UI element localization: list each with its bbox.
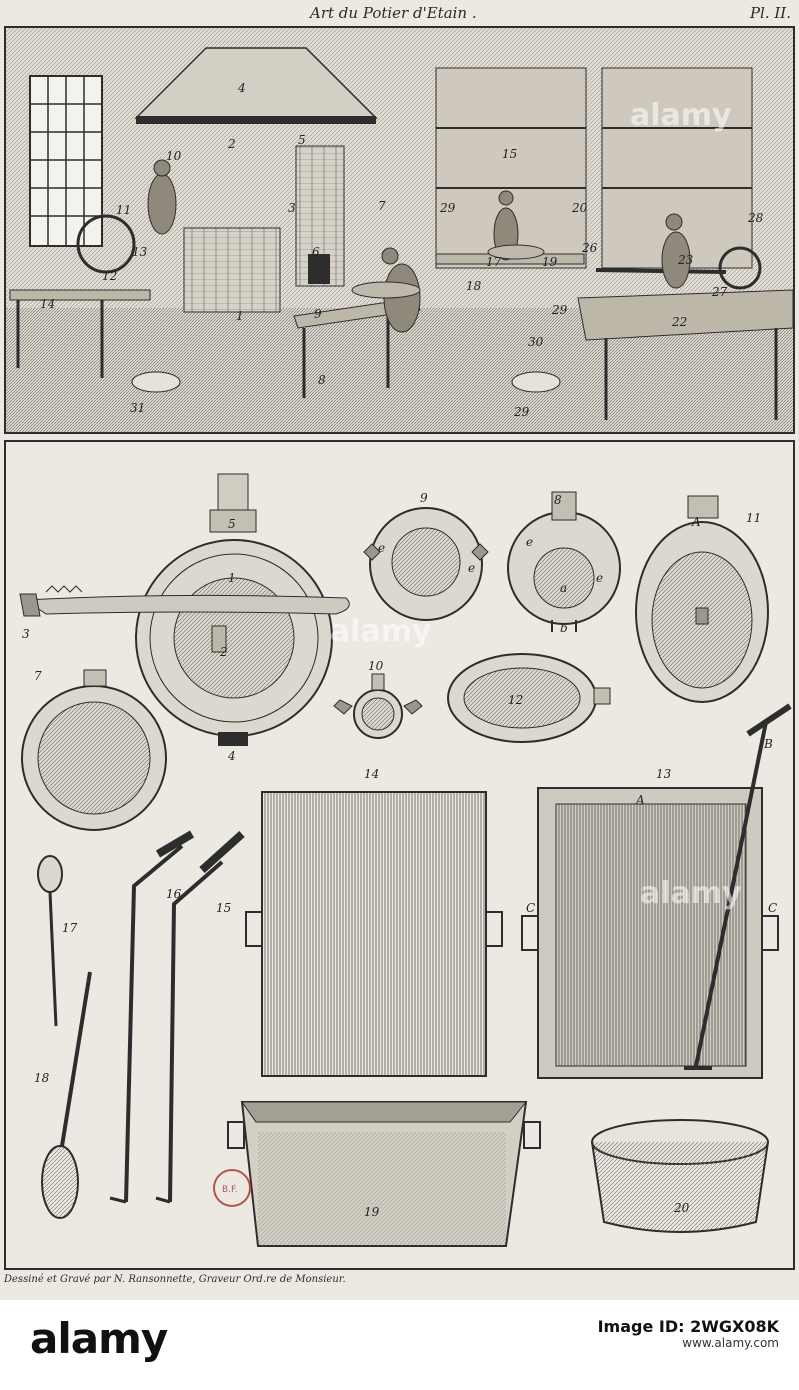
fig-9-mould xyxy=(363,507,489,621)
workshop-label: 7 xyxy=(378,199,386,213)
svg-text:18: 18 xyxy=(34,1071,50,1085)
svg-text:17: 17 xyxy=(62,921,78,935)
workshop-label: 29 xyxy=(551,303,568,317)
svg-text:B.F.: B.F. xyxy=(222,1185,238,1195)
svg-text:e: e xyxy=(468,561,475,575)
workshop-label: 31 xyxy=(130,401,145,415)
library-stamp: B.F. xyxy=(213,1169,251,1207)
workshop-label: 19 xyxy=(542,255,558,269)
plate-header: Art du Potier d'Etain . Pl. II. xyxy=(0,0,799,26)
svg-text:b: b xyxy=(560,621,568,635)
svg-text:13: 13 xyxy=(656,767,672,781)
svg-text:B: B xyxy=(763,737,773,751)
workshop-label: 29 xyxy=(513,405,530,419)
svg-text:a: a xyxy=(560,581,567,595)
svg-text:12: 12 xyxy=(508,693,523,707)
tools-illustration: B.F. 1 2 3 4 5 7 8 9 10 11 12 13 14 15 1… xyxy=(19,473,792,1247)
workshop-scene: 4 2 5 3 6 10 11 12 13 14 1 7 9 8 31 15 2… xyxy=(4,26,795,434)
workshop-label: 10 xyxy=(166,149,182,163)
workshop-label: 29 xyxy=(439,201,456,215)
workshop-callouts: 4 2 5 3 6 10 11 12 13 14 1 7 9 8 31 15 2… xyxy=(40,81,764,419)
fig-1-mould xyxy=(19,473,350,746)
svg-text:7: 7 xyxy=(34,669,42,683)
workshop-label: 13 xyxy=(132,245,148,259)
workshop-label: 20 xyxy=(571,201,588,215)
fig-17-spoon xyxy=(37,855,63,1027)
svg-text:10: 10 xyxy=(368,659,384,673)
fig-8-mould xyxy=(507,491,621,632)
svg-text:19: 19 xyxy=(364,1205,380,1219)
workshop-label: 5 xyxy=(298,133,306,147)
fig-19-trough xyxy=(227,1101,541,1247)
fig-14-panel xyxy=(245,791,503,1077)
workshop-illustration: 4 2 5 3 6 10 11 12 13 14 1 7 9 8 31 15 2… xyxy=(6,28,793,432)
workshop-label: 8 xyxy=(318,373,326,387)
workshop-label: 17 xyxy=(486,255,502,269)
svg-text:1: 1 xyxy=(228,571,236,585)
svg-text:11: 11 xyxy=(746,511,761,525)
svg-text:A: A xyxy=(635,793,645,807)
svg-text:5: 5 xyxy=(228,517,236,531)
engraver-credit: Dessiné et Gravé par N. Ransonnette, Gra… xyxy=(4,1274,346,1285)
svg-text:e: e xyxy=(596,571,603,585)
workshop-label: 23 xyxy=(677,253,694,267)
workshop-label: 28 xyxy=(747,211,764,225)
workshop-label: 2 xyxy=(227,137,236,151)
workshop-label: 6 xyxy=(312,245,320,259)
svg-text:A: A xyxy=(691,515,701,529)
workshop-label: 14 xyxy=(40,297,55,311)
workshop-label: 22 xyxy=(671,315,687,329)
tool-callouts: 1 2 3 4 5 7 8 9 10 11 12 13 14 15 16 17 … xyxy=(22,491,777,1219)
svg-text:3: 3 xyxy=(22,627,30,641)
svg-text:e: e xyxy=(526,535,533,549)
fig-15-16-rods xyxy=(109,830,245,1204)
bowl-floor-right xyxy=(511,371,561,393)
stock-info: Image ID: 2WGX08K www.alamy.com xyxy=(598,1318,779,1352)
svg-text:16: 16 xyxy=(166,887,182,901)
svg-text:C: C xyxy=(526,901,535,915)
fig-11-oval-mould xyxy=(635,495,769,703)
fig-12-serving-dish xyxy=(447,653,611,743)
tools-plate: B.F. 1 2 3 4 5 7 8 9 10 11 12 13 14 15 1… xyxy=(4,440,795,1270)
bowl-floor-left xyxy=(131,371,181,393)
fig-7-dish-mould xyxy=(21,669,167,831)
bench-left xyxy=(9,289,151,301)
svg-text:C: C xyxy=(768,901,777,915)
workshop-label: 1 xyxy=(236,309,244,323)
site-url: www.alamy.com xyxy=(682,1336,779,1350)
fig-10-small-mould xyxy=(333,673,423,739)
svg-text:2: 2 xyxy=(219,645,228,659)
svg-text:e: e xyxy=(378,541,385,555)
workshop-label: 27 xyxy=(711,285,728,299)
worker-right xyxy=(661,231,691,289)
plate-number: Pl. II. xyxy=(749,4,791,22)
workshop-label: 11 xyxy=(116,203,131,217)
workshop-label: 15 xyxy=(502,147,517,161)
svg-text:14: 14 xyxy=(364,767,379,781)
bench-right xyxy=(577,289,793,341)
furnace xyxy=(183,227,281,313)
svg-text:20: 20 xyxy=(673,1201,690,1215)
footer-bar xyxy=(0,1300,799,1390)
svg-text:15: 15 xyxy=(216,901,231,915)
workshop-label: 4 xyxy=(237,81,246,95)
workshop-label: 30 xyxy=(528,335,544,349)
svg-text:8: 8 xyxy=(554,493,562,507)
lathe-wheel-right xyxy=(718,246,762,290)
alamy-logo: alamy xyxy=(30,1314,168,1363)
workshop-label: 9 xyxy=(314,307,322,321)
workshop-label: 18 xyxy=(466,279,482,293)
worker-left xyxy=(147,173,177,235)
workshop-label: 26 xyxy=(581,241,598,255)
svg-text:4: 4 xyxy=(227,749,236,763)
svg-text:9: 9 xyxy=(420,491,428,505)
lathe-wheel-left xyxy=(76,214,136,274)
fig-18-ladle xyxy=(41,971,92,1219)
plate-title: Art du Potier d'Etain . xyxy=(310,4,477,22)
fig-13-framed-panel xyxy=(521,703,792,1079)
fig-20-basin xyxy=(591,1119,769,1233)
workshop-label: 12 xyxy=(102,269,117,283)
image-id: Image ID: 2WGX08K xyxy=(597,1317,779,1336)
workshop-label: 3 xyxy=(288,201,296,215)
